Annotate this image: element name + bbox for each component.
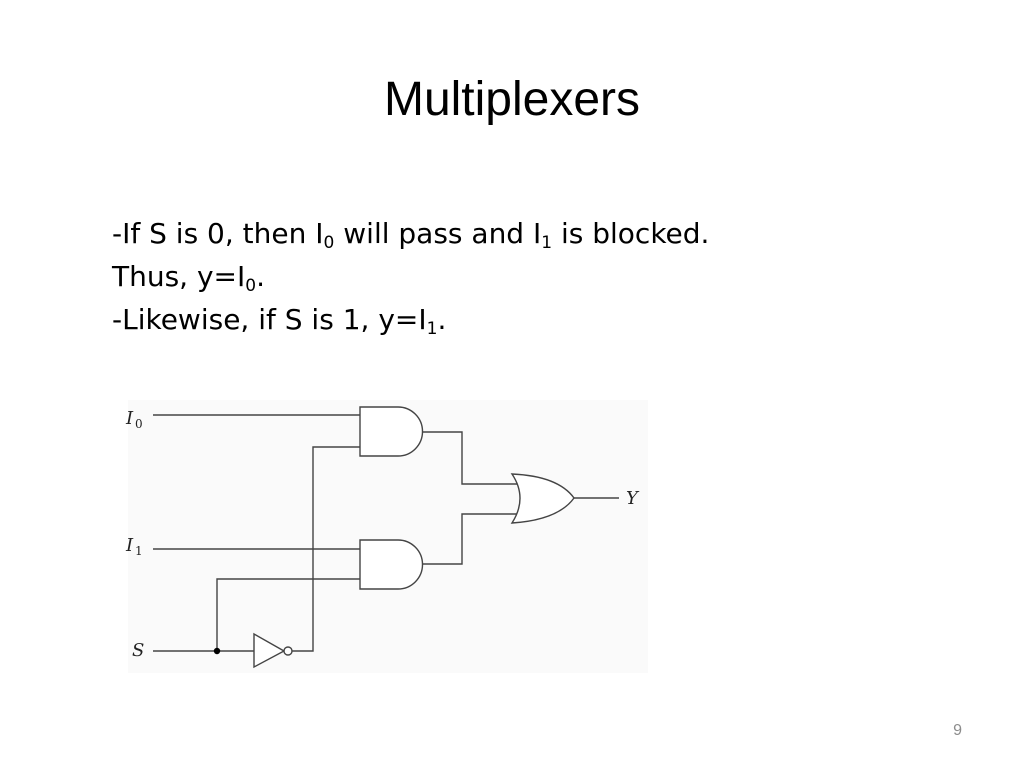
junction-dot (213, 647, 221, 655)
page-number: 9 (953, 722, 962, 739)
output-y-label: Y (626, 488, 640, 509)
body-line-1-sub-2: 1 (541, 233, 553, 253)
wire-and1-to-or (422, 431, 517, 485)
input-s-label: S (132, 640, 144, 661)
body-line-3-part-1: -Likewise, if S is 1, y=I (112, 303, 427, 336)
or-gate (510, 473, 575, 524)
body-line-2-sub-1: 0 (245, 276, 257, 296)
wire-and2-to-or (422, 513, 517, 565)
body-line-3: -Likewise, if S is 1, y=I1. (112, 298, 932, 341)
not-gate-bubble (283, 646, 293, 656)
input-i0-subscript: 0 (135, 417, 143, 431)
not-gate (253, 632, 286, 669)
body-line-3-sub-1: 1 (426, 319, 438, 339)
slide-title: Multiplexers (383, 73, 641, 126)
body-line-2-part-2: . (256, 260, 266, 293)
body-line-2: Thus, y=I0. (112, 255, 932, 298)
wire-not-to-and1 (292, 446, 360, 652)
and-gate-1 (359, 406, 424, 457)
body-line-1-part-3: is blocked. (552, 217, 710, 250)
and-gate-2 (359, 539, 424, 590)
body-line-1-part-2: will pass and I (334, 217, 542, 250)
input-i1-label: I (125, 535, 134, 556)
body-line-1-part-1: -If S is 0, then I (112, 217, 324, 250)
body-line-1: -If S is 0, then I0 will pass and I1 is … (112, 212, 932, 255)
multiplexer-circuit-diagram: I 0 I 1 S Y (125, 400, 648, 673)
slide-body: -If S is 0, then I0 will pass and I1 is … (112, 212, 932, 341)
input-i0-label: I (125, 408, 134, 429)
input-i1-subscript: 1 (135, 544, 143, 558)
body-line-2-part-1: Thus, y=I (112, 260, 246, 293)
body-line-1-sub-1: 0 (323, 233, 335, 253)
circuit-wires (153, 414, 619, 652)
body-line-3-part-2: . (437, 303, 447, 336)
